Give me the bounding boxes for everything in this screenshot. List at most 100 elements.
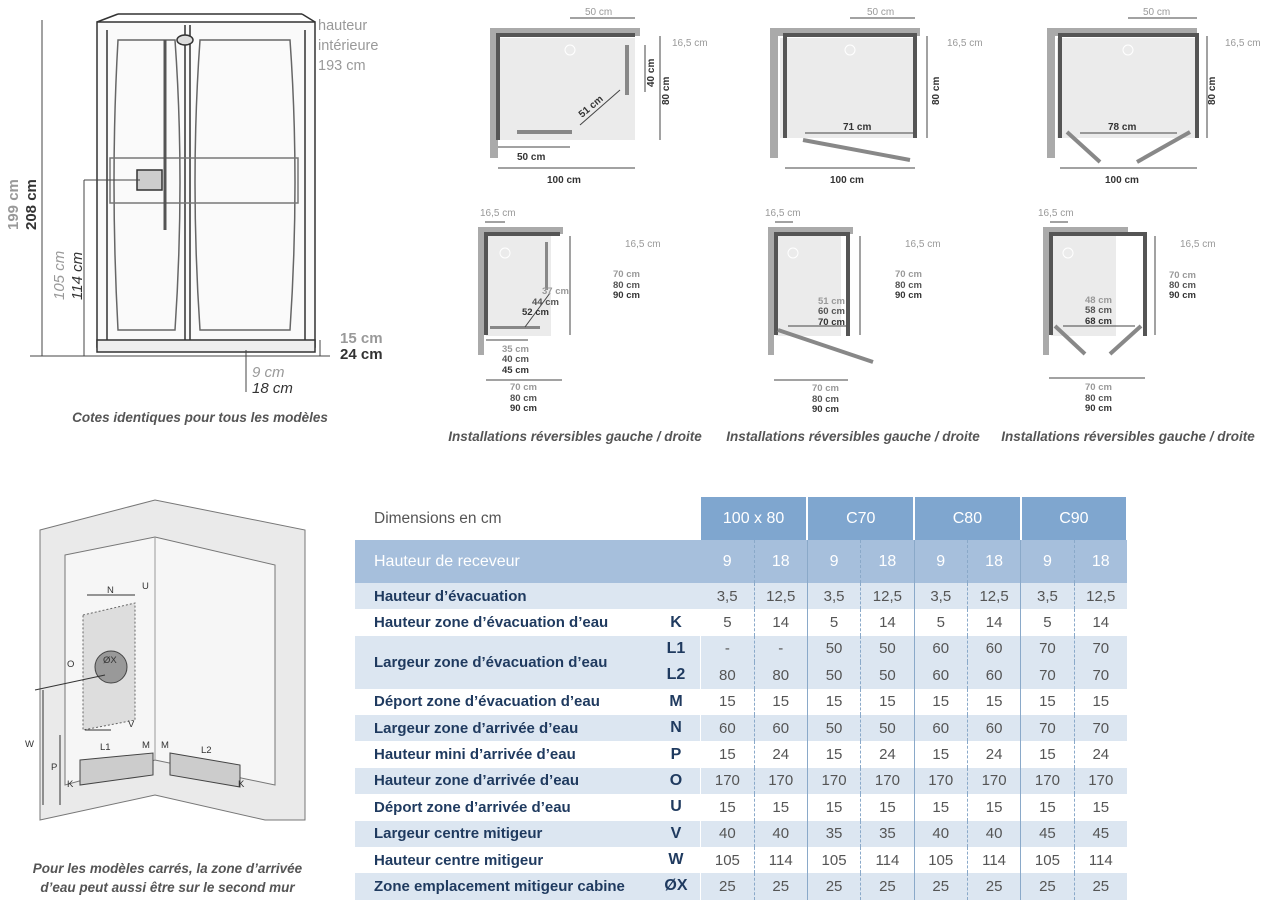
cell-value: 40	[754, 820, 808, 847]
total-height-high: 208 cm	[23, 179, 40, 230]
plan1-bottom: 50 cm	[517, 152, 545, 163]
model-100x80: 100 x 80	[700, 497, 809, 540]
cell-value: 25	[1074, 873, 1127, 900]
plan2-top: 50 cm	[867, 7, 894, 18]
plan5-depth-70: 70 cm	[895, 269, 922, 280]
cell-value: 50	[807, 662, 862, 689]
cell-value: 15	[1092, 798, 1110, 816]
floor-plan-100x80-double: 50 cm 16,5 cm 80 cm 78 cm 100 cm	[1047, 7, 1261, 186]
cell-value: 105	[1020, 846, 1075, 874]
cell-value: 105	[700, 846, 755, 874]
row-letter: L2	[651, 662, 702, 689]
cell-value: 14	[754, 609, 808, 636]
plan5-width-70: 70 cm	[812, 383, 839, 394]
row-letter: ØX	[651, 873, 702, 900]
model-c70: C70	[807, 497, 916, 540]
plan5-top: 16,5 cm	[765, 208, 801, 219]
cell-value: 25	[914, 873, 968, 900]
floor-plan-square-pivot: 16,5 cm 16,5 cm 70 cm 80 cm 90 cm 51 cm …	[765, 208, 941, 415]
cell-value: 114	[860, 846, 915, 874]
row-label: Déport zone d’évacuation d’eau	[374, 693, 600, 711]
row-letter: O	[651, 767, 702, 795]
row-letter: L1	[651, 635, 702, 663]
dimensions-table: Dimensions en cm 100 x 80 C70 C80 C90 Ha…	[355, 497, 1129, 900]
tray-height: 9	[700, 540, 755, 583]
cell-value: 170	[754, 767, 808, 795]
tray-height: 18	[967, 540, 1022, 583]
cell-value: 15	[754, 794, 808, 821]
row-letter: M	[651, 688, 702, 715]
cabin-drawing	[96, 13, 316, 353]
plan4-depth-70: 70 cm	[613, 269, 640, 280]
plan3-depth: 80 cm	[1207, 77, 1218, 105]
base-low: 9 cm	[252, 364, 285, 381]
row-label: Largeur zone d’arrivée d’eau	[355, 714, 652, 742]
tray-height-low: 15 cm	[340, 330, 383, 347]
tray-height: 18	[1074, 540, 1127, 583]
cell-value: 40	[967, 820, 1022, 847]
cell-value: 170	[1020, 767, 1075, 795]
cell-value: 60	[914, 662, 968, 689]
plan-caption-2: Installations réversibles gauche / droit…	[726, 429, 980, 444]
cell-value: 5	[807, 609, 862, 636]
plan5-depth-90: 90 cm	[895, 290, 922, 301]
cell-value: 15	[1020, 794, 1075, 821]
plan4-inner-37: 37 cm	[542, 286, 569, 297]
cell-value: 25	[754, 873, 808, 900]
cell-value: 70	[1074, 714, 1127, 742]
cell-value: 3,5	[1020, 583, 1075, 610]
cabin-illustration: hauteur intérieure 193 cm 199 cm 208 cm …	[5, 13, 383, 397]
label-M2: M	[161, 740, 169, 751]
plan2-width: 100 cm	[830, 175, 864, 186]
cell-value: 70	[1020, 635, 1075, 663]
row-letter: P	[651, 741, 702, 768]
row-letter: W	[651, 846, 702, 874]
cell-value: 15	[860, 688, 915, 715]
cell-value: 114	[967, 846, 1022, 874]
tray-height: 9	[1020, 540, 1075, 583]
cell-value: 24	[967, 741, 1022, 768]
plan1-side: 16,5 cm	[672, 38, 708, 49]
cell-value: 70	[1020, 662, 1075, 689]
cell-value: 25	[807, 873, 862, 900]
room-caption-line2: d’eau peut aussi être sur le second mur	[40, 880, 295, 895]
cell-value: 60	[700, 714, 755, 742]
interior-height-label: hauteur	[318, 18, 367, 34]
cell-value: 80	[700, 662, 755, 689]
cell-value: 50	[860, 635, 915, 663]
cell-value: 105	[807, 846, 862, 874]
cell-value: 170	[807, 767, 862, 795]
plan6-width-80: 80 cm	[1085, 393, 1112, 404]
cell-value: 24	[754, 741, 808, 768]
cell-value: 60	[914, 714, 968, 742]
plan3-top: 50 cm	[1143, 7, 1170, 18]
plan5-inner-51: 51 cm	[818, 296, 845, 307]
plan5-width-90: 90 cm	[812, 404, 839, 415]
room-caption: Pour les modèles carrés, la zone d’arriv…	[10, 859, 325, 897]
plan5-side: 16,5 cm	[905, 239, 941, 250]
plan4-bottom-35: 35 cm	[502, 344, 529, 355]
plan4-inner-52: 52 cm	[522, 307, 549, 318]
plan-caption-1: Installations réversibles gauche / droit…	[448, 429, 702, 444]
plan4-width-70: 70 cm	[510, 382, 537, 393]
plan3-opening: 78 cm	[1108, 122, 1136, 133]
cell-value: 25	[860, 873, 915, 900]
floor-plan-100x80-pivot: 50 cm 16,5 cm 80 cm 71 cm 100 cm	[770, 7, 983, 186]
cell-value: 170	[1074, 767, 1127, 795]
row-letter: V	[651, 820, 702, 847]
plan4-top: 16,5 cm	[480, 208, 516, 219]
cell-value: 114	[754, 846, 808, 874]
row-label: Largeur centre mitigeur	[355, 820, 652, 847]
cell-value: 15	[914, 688, 968, 715]
plan4-width-80: 80 cm	[510, 393, 537, 404]
cell-value: 15	[700, 741, 755, 768]
cell-value: 70	[1074, 635, 1127, 663]
plan6-depth-80: 80 cm	[1169, 280, 1196, 291]
plan4-depth-80: 80 cm	[613, 280, 640, 291]
label-K2: K	[238, 779, 245, 790]
table-header-models: Dimensions en cm 100 x 80 C70 C80 C90	[355, 497, 1129, 540]
